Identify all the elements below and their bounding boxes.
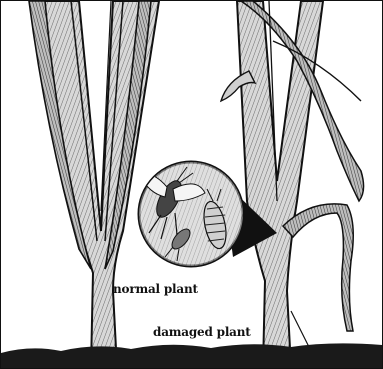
ground xyxy=(1,343,382,368)
damaged-plant-wilted-leaf xyxy=(283,204,353,331)
normal-plant-label: normal plant xyxy=(113,282,198,296)
damaged-plant-stalk xyxy=(237,1,323,368)
normal-plant xyxy=(29,1,159,368)
damaged-plant-label: damaged plant xyxy=(153,325,251,339)
damaged-plant xyxy=(221,1,364,368)
magnifier-lens xyxy=(131,151,251,281)
